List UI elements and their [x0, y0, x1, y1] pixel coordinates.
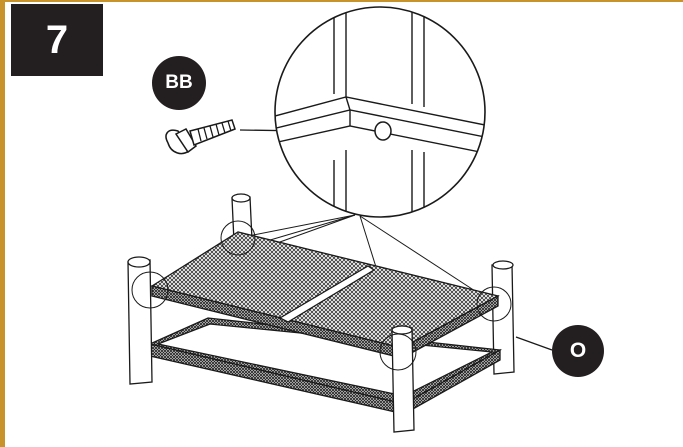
frame-leader-line	[515, 336, 553, 351]
detail-magnifier-icon	[274, 6, 486, 218]
bolt-icon	[165, 119, 236, 155]
step-number-badge: 7	[11, 4, 103, 76]
table-frame-icon	[127, 193, 515, 433]
callout-bb: BB	[152, 56, 206, 110]
callout-o: O	[552, 325, 604, 377]
step-number: 7	[45, 18, 69, 62]
